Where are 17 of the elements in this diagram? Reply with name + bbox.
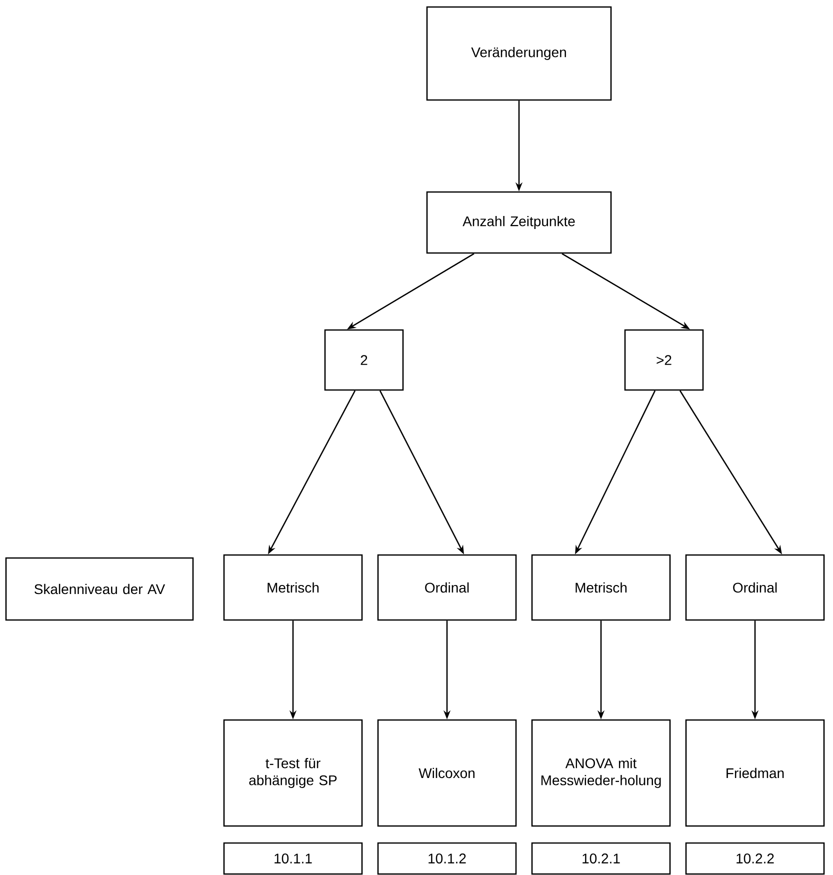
process-box: t-Test für abhängige SP (223, 719, 363, 827)
process-box: 2 (324, 329, 404, 391)
number-box: 10.1.1 (223, 842, 363, 875)
process-box: Wilcoxon (377, 719, 517, 827)
process-box: Metrisch (223, 554, 363, 621)
process-box: Metrisch (531, 554, 671, 621)
process-box: ANOVA mit Messwieder-holung (531, 719, 671, 827)
number-box: 10.2.2 (685, 842, 825, 875)
process-box: Ordinal (685, 554, 825, 621)
number-box: 10.1.2 (377, 842, 517, 875)
process-box: Friedman (685, 719, 825, 827)
process-box: Ordinal (377, 554, 517, 621)
category-box: Skalenniveau der AV (5, 557, 194, 621)
process-box: Anzahl Zeitpunkte (426, 191, 612, 254)
process-box: Veränderungen (426, 6, 612, 101)
process-box: >2 (624, 329, 704, 391)
number-box: 10.2.1 (531, 842, 671, 875)
